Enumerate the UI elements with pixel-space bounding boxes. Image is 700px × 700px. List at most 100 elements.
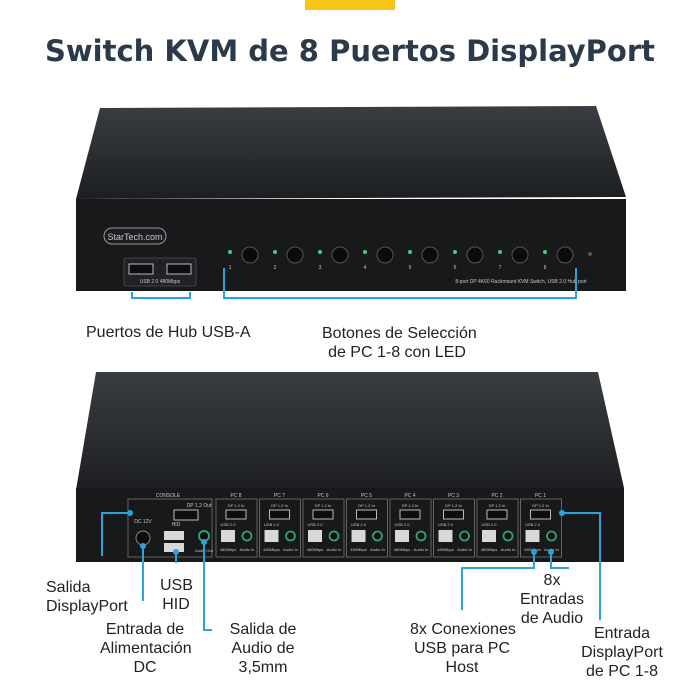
button-number: 7 (499, 265, 502, 271)
front-unit-top (76, 106, 626, 199)
audio-in-label: Audio In (283, 547, 298, 552)
dp-in-port (399, 509, 421, 520)
led-indicator (498, 250, 502, 254)
audio-in-jack (241, 530, 253, 542)
audio-in-label: Audio In (370, 547, 385, 552)
speed-label: 480Mbps (481, 547, 497, 552)
round-button (556, 246, 574, 264)
usb-b-port (395, 530, 409, 542)
pc-group-frame (520, 498, 562, 558)
usb-label: USB 2.0 (482, 522, 498, 527)
dp-in-label: DP 1.2 In (358, 503, 375, 508)
led-indicator (318, 250, 322, 254)
dp-in-label: DP 1.2 In (315, 503, 332, 508)
pc-label: PC 5 (361, 493, 372, 499)
dp-in-label: DP 1.2 In (271, 503, 288, 508)
console-dp-port (173, 509, 199, 521)
led-indicator (453, 250, 457, 254)
pc-group-frame (389, 498, 432, 558)
usb-caption: USB 2.0 480Mbps (140, 279, 181, 285)
pc-label: PC 2 (491, 493, 502, 499)
speed-label: 480Mbps (394, 547, 410, 552)
pc-label: PC 3 (448, 493, 459, 499)
dp-in-label: DP 1.2 In (532, 503, 549, 508)
round-button (331, 246, 349, 264)
pc-group-frame (346, 498, 388, 558)
dp-in-label: DP 1.2 In (402, 503, 419, 508)
button-number: 4 (364, 265, 367, 271)
pc-group-frame (476, 498, 519, 558)
dp-in-port (356, 509, 377, 520)
pc-select-button-6[interactable]: 6 (453, 246, 484, 271)
pc-port-group: PC 2 DP 1.2 In USB 2.0 480Mbps Audio In (476, 493, 519, 558)
status-indicator (588, 252, 592, 256)
usb-label: USB 2.0 (525, 522, 541, 527)
button-number: 5 (409, 265, 412, 271)
brand-badge (103, 227, 167, 245)
dp-in-label: DP 1.2 In (489, 503, 506, 508)
pc-label: PC 4 (404, 493, 415, 499)
dc-jack (135, 530, 151, 546)
speed-label: 480Mbps (437, 547, 453, 552)
dp-in-port (225, 509, 247, 520)
audio-in-jack (328, 530, 340, 542)
pc-select-button-1[interactable]: 1 (228, 246, 259, 271)
speed-label: 480Mbps (220, 547, 236, 552)
button-number: 2 (274, 265, 277, 271)
console-group (127, 498, 213, 558)
callout-usb-hub: Puertos de Hub USB-A (86, 324, 251, 341)
pc-select-button-4[interactable]: 4 (363, 246, 394, 271)
usb-label: USB 2.0 (438, 522, 454, 527)
pc-group-frame (302, 498, 345, 558)
led-indicator (228, 250, 232, 254)
speed-label: 480Mbps (350, 547, 366, 552)
front-unit: StarTech.com USB 2.0 480Mbps 1 2 3 4 5 6 7 8 8-… (76, 106, 626, 291)
audio-in-label: Audio In (327, 547, 342, 552)
audio-in-jack (415, 530, 427, 542)
usb-label: USB 2.0 (221, 522, 237, 527)
speed-label: 480Mbps (263, 547, 279, 552)
dp-in-port (530, 509, 551, 520)
pc-select-button-5[interactable]: 5 (408, 246, 439, 271)
usb-b-port (264, 530, 279, 542)
callout-lines (101, 268, 601, 631)
hid-label: HID (172, 522, 181, 528)
round-button (421, 246, 439, 264)
pc-select-button-8[interactable]: 8 (543, 246, 574, 271)
usb-label: USB 2.0 (264, 522, 280, 527)
pc-select-button-2[interactable]: 2 (273, 246, 304, 271)
pc-group-frame (433, 498, 475, 558)
rear-unit: CONSOLE DC 12V DP 1.2 Out HID Audio Out … (76, 372, 624, 562)
model-text: 8-port DP 4K60 Rackmount KVM Switch, USB… (455, 279, 587, 285)
audio-in-jack (502, 530, 514, 542)
audio-in-label: Audio In (414, 547, 429, 552)
round-button (466, 246, 484, 264)
audio-in-label: Audio In (501, 547, 516, 552)
round-button (376, 246, 394, 264)
hid-usb-port (164, 543, 184, 552)
usb-b-port (351, 530, 366, 542)
dp-in-port (269, 509, 290, 520)
dp-in-port (486, 509, 508, 520)
pc-label: PC 6 (317, 493, 328, 499)
audio-in-label: Audio In (240, 547, 255, 552)
button-number: 8 (544, 265, 547, 271)
usb-label: USB 2.0 (308, 522, 324, 527)
pc-select-button-3[interactable]: 3 (318, 246, 349, 271)
led-indicator (363, 250, 367, 254)
brand-text: StarTech.com (107, 232, 162, 242)
pc-select-button-7[interactable]: 7 (498, 246, 529, 271)
dp-in-label: DP 1.2 In (445, 503, 462, 508)
